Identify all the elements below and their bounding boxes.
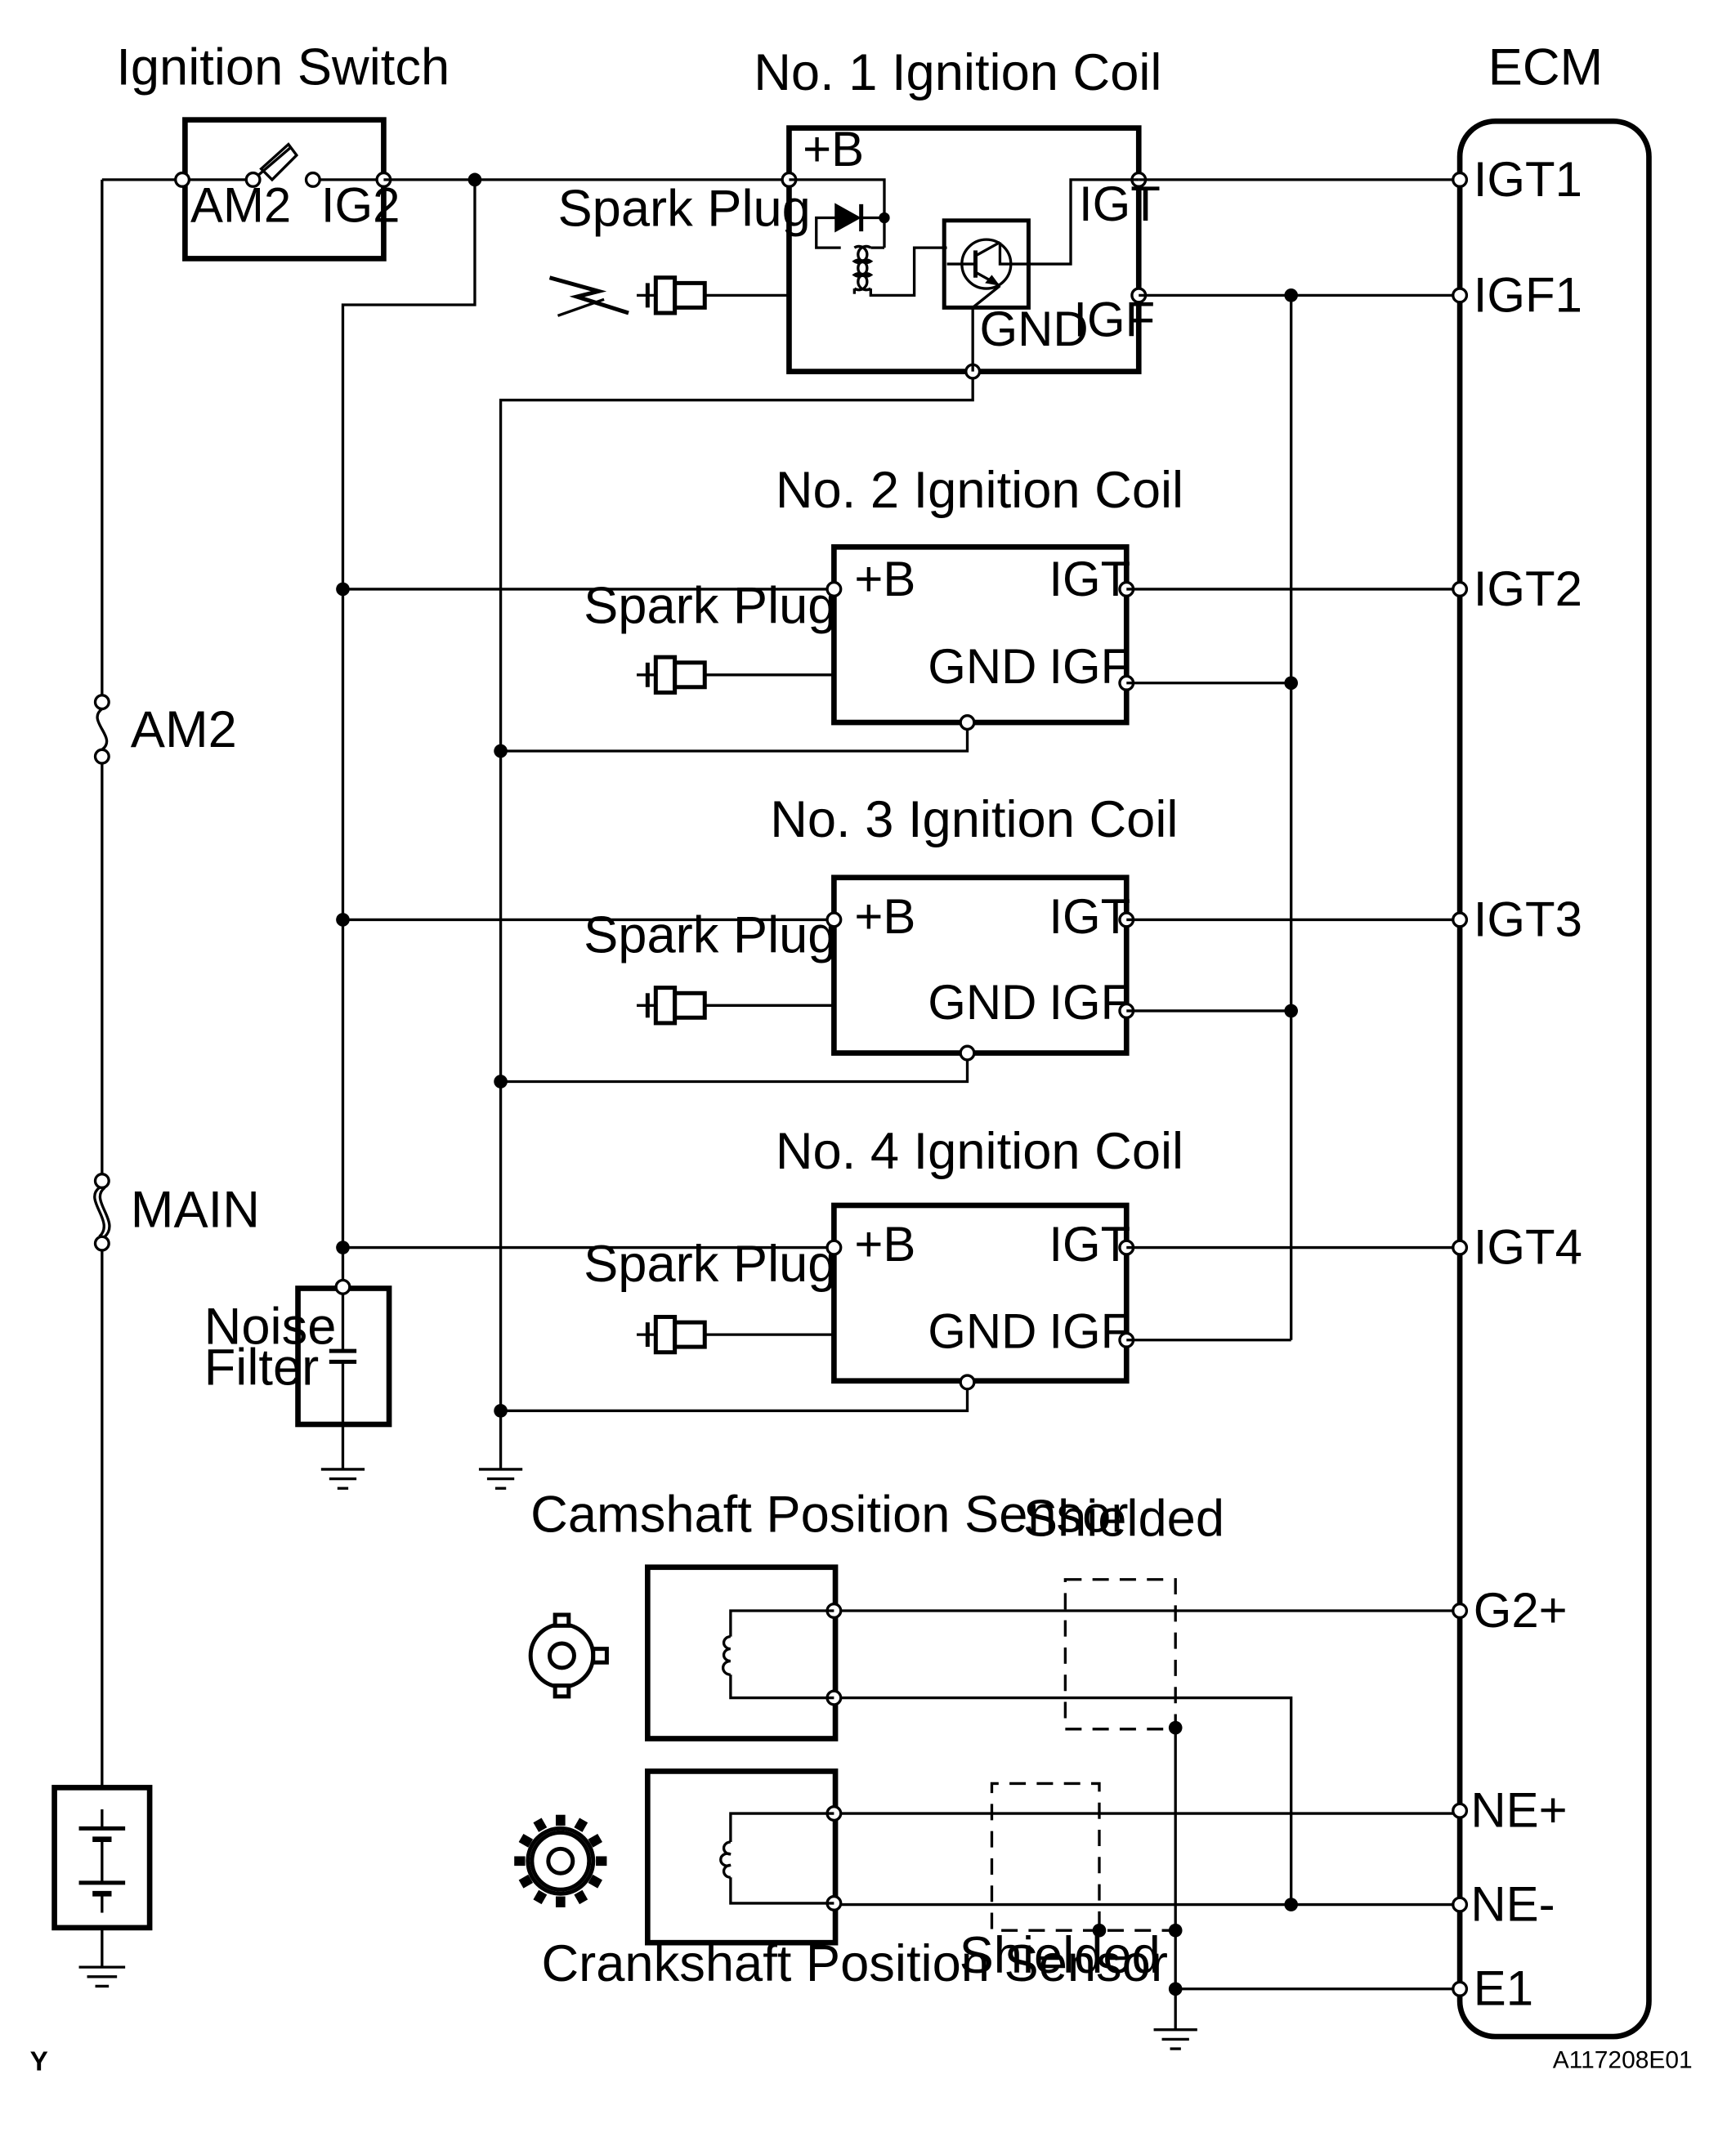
ecm-pin-g2p: G2+ <box>1474 1583 1568 1638</box>
coil4-spark-plug-label: Spark Plug <box>584 1236 836 1293</box>
fuse-main-label: MAIN <box>131 1182 260 1239</box>
coil3-title: No. 3 Ignition Coil <box>770 791 1178 848</box>
ignition-coil-3 <box>825 874 1135 1062</box>
fuse-am2-icon <box>93 694 110 765</box>
battery-ground-icon <box>78 1927 126 1988</box>
figure-code: A117208E01 <box>1553 2046 1693 2073</box>
sensor-signal-wiring <box>840 1609 1455 2030</box>
camshaft-sensor <box>645 1564 843 1741</box>
noise-filter-label-1: Noise <box>204 1299 337 1356</box>
crankshaft-shield <box>990 1782 1176 1932</box>
switch-icon <box>252 142 299 182</box>
coil1-pin-igf: IGF <box>1073 292 1155 346</box>
coil4-spark-plug-icon <box>637 1314 834 1355</box>
coil4-title: No. 4 Ignition Coil <box>776 1123 1183 1180</box>
coil1-pin-gnd: GND <box>979 302 1088 356</box>
ecm-pin-igt1: IGT1 <box>1474 152 1582 207</box>
coil2-pin-b: +B <box>854 552 915 606</box>
camshaft-shield <box>1063 1578 1177 1731</box>
capacitor-icon <box>329 1294 357 1424</box>
ecm-pin-nem: NE- <box>1470 1877 1555 1932</box>
camshaft-shielded-label: Shielded <box>1023 1490 1224 1547</box>
corner-letter: Y <box>30 2047 48 2077</box>
ecm-pin-igt2: IGT2 <box>1474 561 1582 616</box>
camshaft-sensor-label: Camshaft Position Sensor <box>530 1486 1128 1543</box>
coil3-pin-igt: IGT <box>1049 889 1130 944</box>
coil3-pin-gnd: GND <box>928 975 1036 1030</box>
ecm-title: ECM <box>1488 38 1604 96</box>
coil3-spark-plug-icon <box>637 986 834 1026</box>
ignition-coil-1 <box>781 125 1148 380</box>
coil-ground-icon <box>478 1468 523 1490</box>
ecm-pin-nep: NE+ <box>1470 1783 1567 1838</box>
sensor-ground-icon <box>1153 2028 1197 2050</box>
coil2-spark-plug-label: Spark Plug <box>584 578 836 635</box>
ignition-coil-2 <box>825 543 1135 731</box>
coil2-pin-gnd: GND <box>928 639 1036 694</box>
camshaft-rotor-icon <box>528 1612 609 1699</box>
igf-signal-wiring <box>1126 288 1455 1342</box>
ignition-switch <box>174 117 392 262</box>
coil1-spark-plug-label: Spark Plug <box>557 180 810 237</box>
ecm-pin-igt4: IGT4 <box>1474 1220 1582 1275</box>
coil4-pin-igf: IGF <box>1049 1304 1130 1359</box>
crankshaft-rotor-icon <box>514 1814 607 1907</box>
coil3-pin-igf: IGF <box>1049 975 1130 1030</box>
ecm-pin-igt3: IGT3 <box>1474 892 1582 946</box>
coil2-pin-igt: IGT <box>1049 552 1130 606</box>
noise-filter-label-2: Filter <box>204 1339 320 1397</box>
noise-filter-ground-icon <box>320 1424 365 1490</box>
coil2-pin-igf: IGF <box>1049 639 1130 694</box>
coil1-spark-plug-icon <box>637 275 790 315</box>
crankshaft-sensor <box>645 1768 843 1946</box>
coil-ground-bus <box>494 378 974 1469</box>
battery-icon <box>51 1785 153 1931</box>
switch-pin-am2: AM2 <box>190 177 291 232</box>
crankshaft-sensor-label: Crankshaft Position Sensor <box>542 1935 1168 1992</box>
main-power-line <box>101 178 183 1788</box>
coil1-title: No. 1 Ignition Coil <box>754 44 1161 101</box>
fuse-main-icon <box>93 1173 111 1252</box>
ecm-pin-e1: E1 <box>1474 1961 1533 2016</box>
coil2-spark-plug-icon <box>637 655 834 695</box>
crankshaft-shielded-label: Shielded <box>960 1927 1161 1984</box>
coil3-spark-plug-label: Spark Plug <box>584 906 836 963</box>
coil2-title: No. 2 Ignition Coil <box>776 462 1183 519</box>
coil1-pin-b: +B <box>803 122 864 177</box>
diode-icon <box>815 203 890 249</box>
ecm-pin-igf1: IGF1 <box>1474 267 1582 322</box>
coil3-pin-b: +B <box>854 889 915 944</box>
coil4-pin-gnd: GND <box>928 1304 1036 1359</box>
coil-icon <box>852 217 947 297</box>
coil4-pin-igt: IGT <box>1049 1217 1130 1272</box>
ignition-switch-title: Ignition Switch <box>116 38 450 96</box>
coil1-pin-igt: IGT <box>1079 177 1161 231</box>
fuse-am2-label: AM2 <box>131 701 237 758</box>
switch-pin-ig2: IG2 <box>321 177 400 232</box>
transistor-icon <box>946 178 1139 372</box>
spark-icon <box>548 275 629 317</box>
ecm-box <box>1452 118 1652 2040</box>
coil4-pin-b: +B <box>854 1217 915 1272</box>
ig2-power-wiring <box>336 172 834 1287</box>
